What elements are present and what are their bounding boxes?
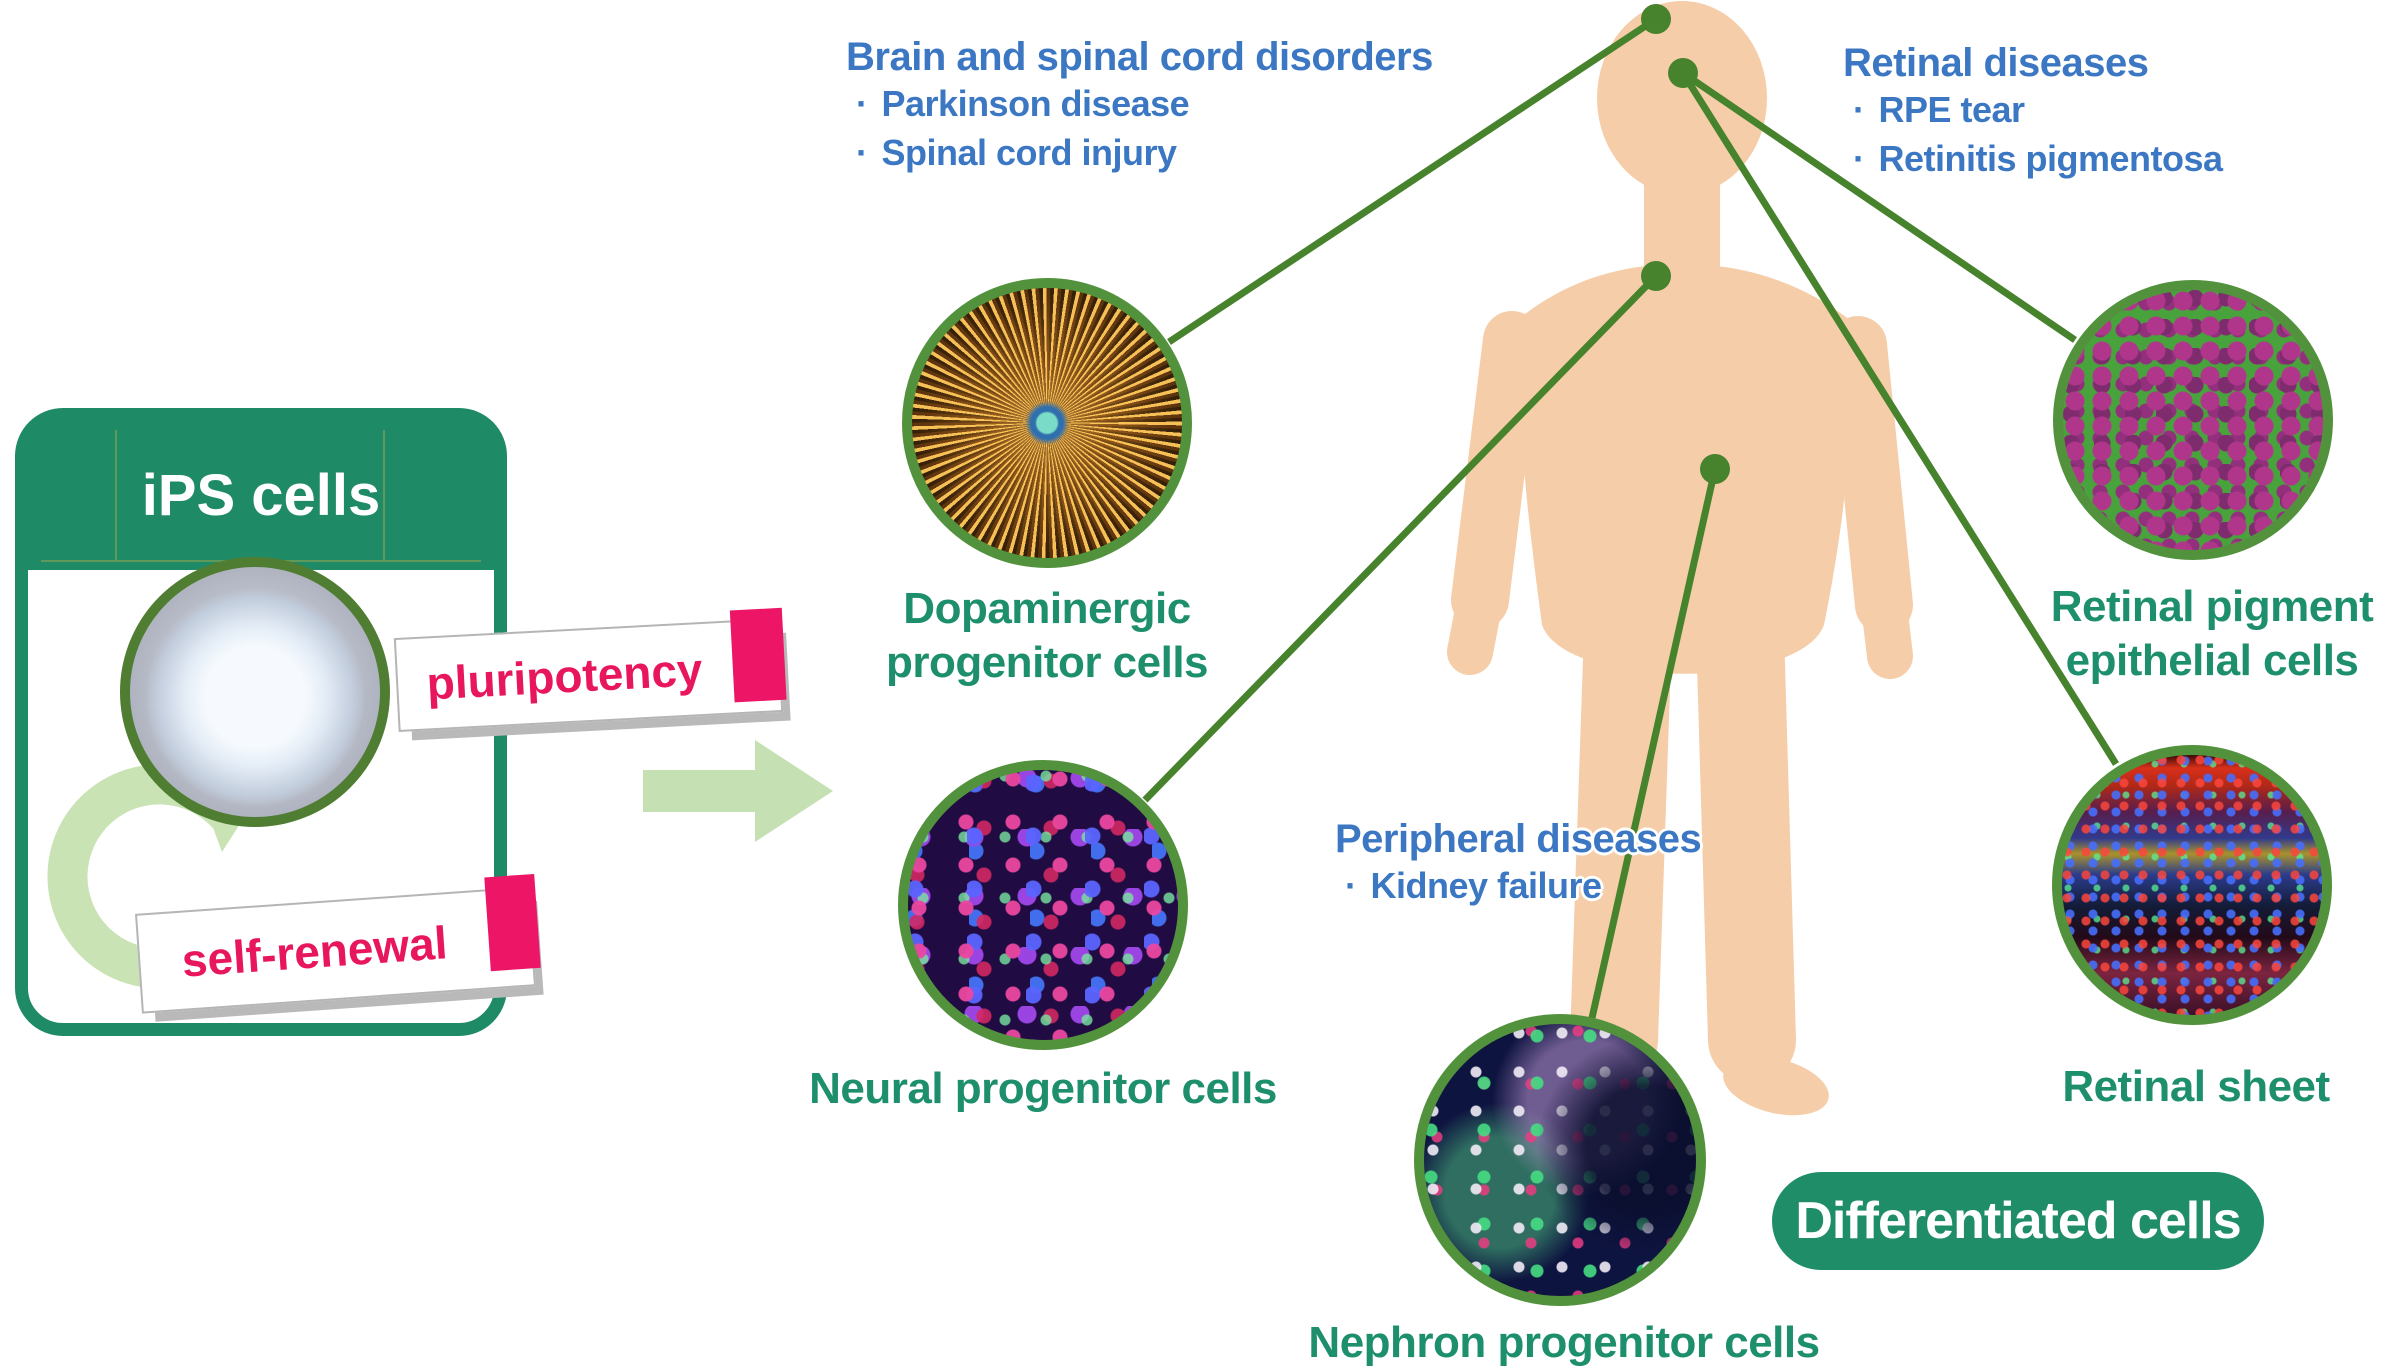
- retinal-sheet-label: Retinal sheet: [2062, 1062, 2330, 1111]
- connector-chest-to-neural: [1142, 273, 1659, 803]
- brain-disorders-block: Brain and spinal cord disorders ·Parkins…: [846, 34, 1433, 177]
- bullet-dot: ·: [856, 131, 868, 173]
- pink-accent-block: [729, 607, 787, 703]
- dopaminergic-progenitor-image: [902, 278, 1192, 568]
- bullet-dot: ·: [1853, 89, 1865, 130]
- bullet-dot: ·: [1345, 865, 1357, 906]
- connector-kidney-to-nephron: [1588, 468, 1719, 1019]
- body-point-kidney: [1700, 454, 1730, 484]
- connector-eye-to-rpe: [1681, 70, 2077, 343]
- body-point-chest: [1641, 261, 1671, 291]
- retinal-bullet-rpe-tear: ·RPE tear: [1853, 89, 2025, 130]
- ips-colony-image: [120, 557, 390, 827]
- connector-eye-to-retinal-sheet: [1680, 71, 2119, 766]
- retinal-bullet-retinitis: ·Retinitis pigmentosa: [1853, 137, 2223, 179]
- peripheral-diseases-block: Peripheral diseases ·Kidney failure: [1335, 816, 1702, 911]
- body-point-head: [1641, 4, 1671, 34]
- pink-accent-block: [484, 873, 541, 972]
- bullet-dot: ·: [856, 83, 868, 124]
- connector-dots: [1641, 4, 1730, 484]
- connector-brain-to-dopaminergic: [1167, 16, 1658, 345]
- brain-bullet-spinal: ·Spinal cord injury: [856, 131, 1177, 173]
- peripheral-bullet-kidney: ·Kidney failure: [1345, 865, 1602, 906]
- nephron-progenitor-image: [1414, 1014, 1706, 1306]
- pluripotency-tag: pluripotency: [393, 607, 787, 733]
- retinal-pigment-epithelial-image: [2053, 280, 2333, 560]
- pluripotency-label: pluripotency: [425, 643, 704, 710]
- retinal-sheet-image: [2052, 745, 2332, 1025]
- header-gridline: [115, 430, 117, 560]
- nephron-label: Nephron progenitor cells: [1308, 1318, 1820, 1367]
- connector-lines: [1142, 16, 2119, 1019]
- peripheral-diseases-title: Peripheral diseases: [1335, 817, 1702, 861]
- self-renewal-label: self-renewal: [180, 916, 449, 987]
- brain-disorders-title: Brain and spinal cord disorders: [846, 35, 1433, 79]
- dopaminergic-label: Dopaminergic progenitor cells: [885, 584, 1209, 687]
- brain-bullet-parkinson: ·Parkinson disease: [856, 83, 1190, 124]
- body-point-eye: [1668, 58, 1698, 88]
- header-gridline: [383, 430, 385, 560]
- neural-progenitor-image: [898, 760, 1188, 1050]
- flow-arrow-icon: [643, 740, 833, 842]
- ips-cells-title: iPS cells: [141, 462, 381, 528]
- retinal-diseases-title: Retinal diseases: [1843, 41, 2149, 85]
- differentiated-cells-badge: Differentiated cells: [1772, 1172, 2264, 1270]
- rpe-label: Retinal pigment epithelial cells: [2050, 582, 2374, 685]
- ips-cells-box: iPS cells: [15, 408, 507, 1036]
- neural-label: Neural progenitor cells: [809, 1064, 1277, 1113]
- ips-cells-header: iPS cells: [27, 420, 495, 570]
- retinal-diseases-block: Retinal diseases ·RPE tear ·Retinitis pi…: [1843, 40, 2223, 183]
- bullet-dot: ·: [1853, 137, 1865, 179]
